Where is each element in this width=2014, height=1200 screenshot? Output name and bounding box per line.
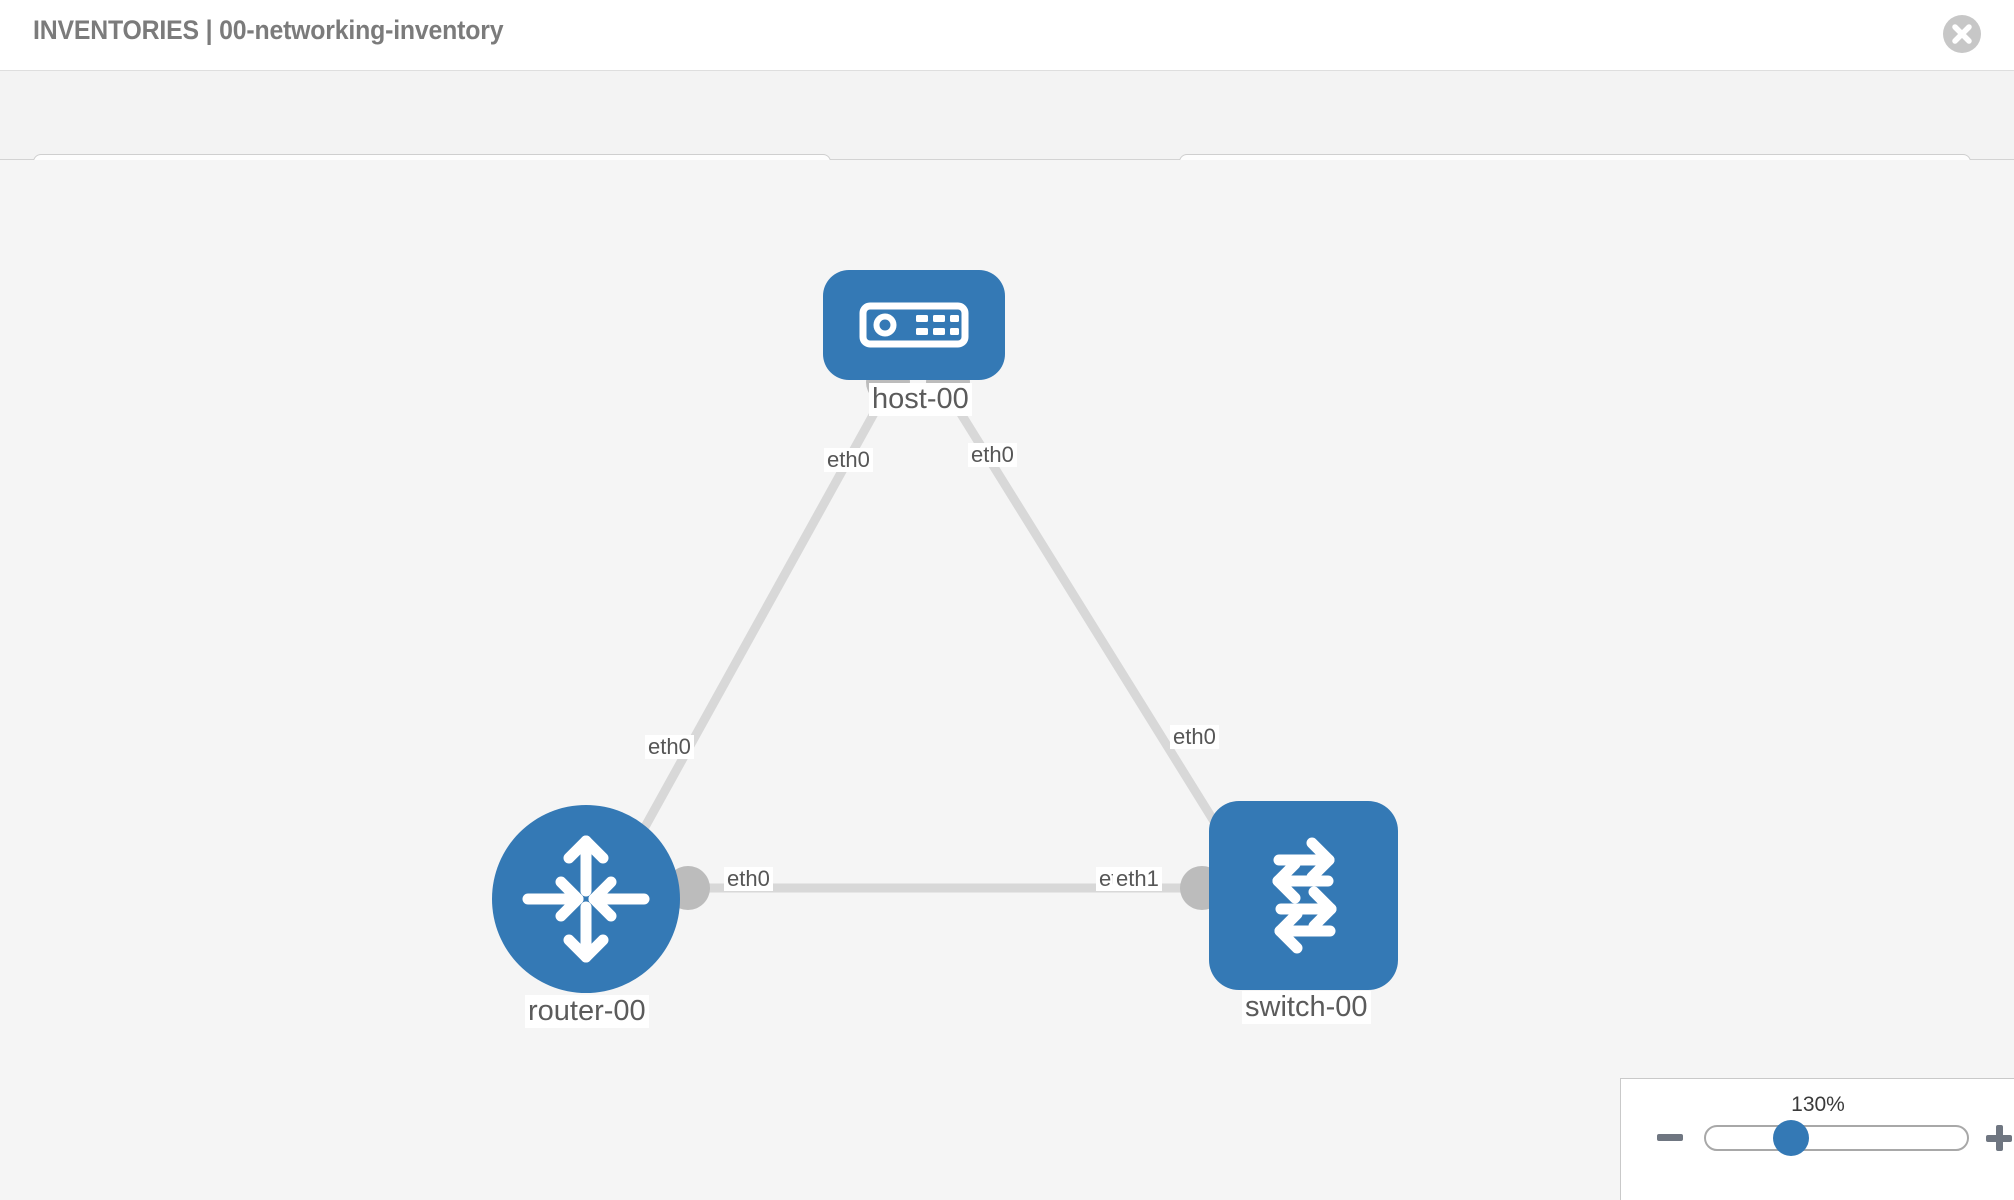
iface-label-host00-right: eth0 <box>968 443 1017 467</box>
iface-label-switch00-left-eth1: eth1 <box>1113 867 1162 891</box>
iface-label-switch00-up: eth0 <box>1170 725 1219 749</box>
router-node-shape <box>492 805 680 993</box>
close-icon[interactable] <box>1943 15 1981 53</box>
topology-links <box>615 360 1254 910</box>
switch-icon <box>1272 837 1337 954</box>
topology-node-switch-00[interactable]: switch-00 <box>1209 801 1398 1024</box>
iface-label-router00-up: eth0 <box>645 735 694 759</box>
plus-icon[interactable] <box>1986 1125 2012 1151</box>
topology-node-host-00[interactable]: host-00 <box>823 270 1005 416</box>
page-header: INVENTORIES | 00-networking-inventory <box>0 0 2014 70</box>
minus-icon[interactable] <box>1657 1134 1683 1141</box>
node-label-router-00: router-00 <box>525 995 649 1028</box>
zoom-control-panel: 130% <box>1620 1078 2014 1200</box>
topology-canvas[interactable]: host-00 <box>0 160 2014 1200</box>
iface-label-router00-right: eth0 <box>724 867 773 891</box>
page-title: INVENTORIES | 00-networking-inventory <box>33 15 504 45</box>
zoom-slider-track[interactable] <box>1704 1125 1969 1151</box>
topology-node-router-00[interactable]: router-00 <box>492 805 680 1028</box>
toolbar: ACTIONS SEARCH <box>0 70 2014 204</box>
server-icon <box>859 302 969 348</box>
host-node-shape <box>823 270 1005 380</box>
router-icon <box>522 835 650 963</box>
node-label-host-00: host-00 <box>869 383 972 416</box>
zoom-level-label: 130% <box>1791 1093 1845 1116</box>
zoom-slider-handle[interactable] <box>1773 1120 1809 1156</box>
iface-label-host00-left: eth0 <box>824 448 873 472</box>
switch-node-shape <box>1209 801 1398 990</box>
node-label-switch-00: switch-00 <box>1242 991 1371 1024</box>
